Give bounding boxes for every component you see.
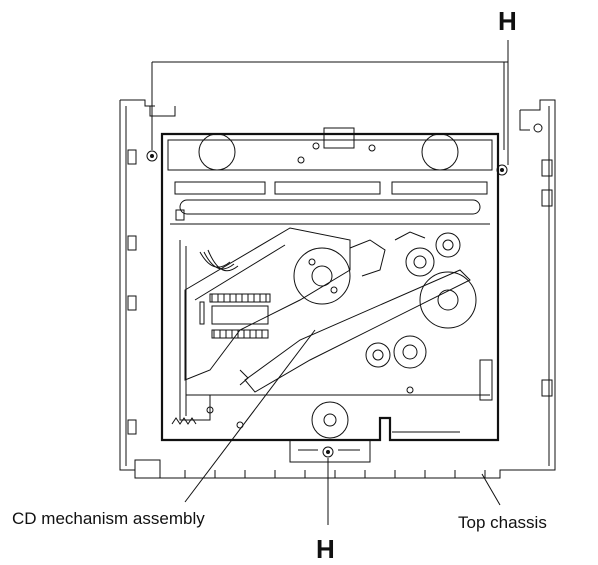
screw-bottom	[322, 446, 334, 458]
top-rollers	[195, 127, 462, 171]
leader-lines	[184, 329, 501, 525]
screw-top-right	[496, 164, 508, 176]
top-chassis-outline	[119, 99, 556, 479]
label-cd-mechanism-assembly: CD mechanism assembly	[12, 509, 205, 528]
screw-top-left	[146, 150, 158, 162]
label-h-bottom: H	[316, 534, 335, 564]
cd-mechanism-internals	[171, 227, 493, 463]
label-h-top: H	[498, 6, 517, 36]
label-top-chassis: Top chassis	[458, 513, 547, 532]
cd-mechanism-frame	[160, 132, 500, 442]
top-plate-guides	[151, 40, 509, 165]
